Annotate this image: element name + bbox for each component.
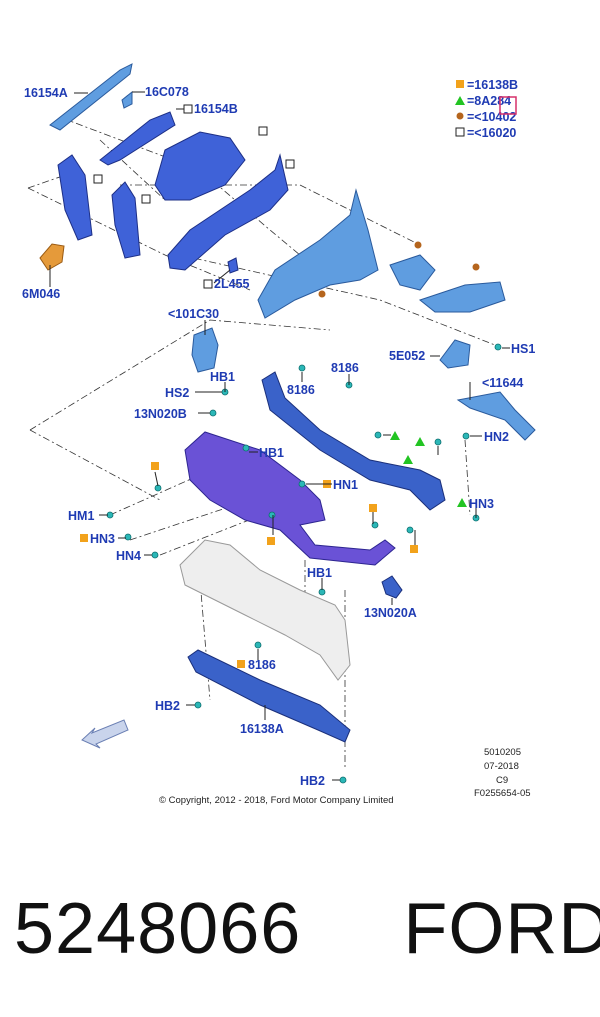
label-16154b: 16154B bbox=[194, 102, 238, 116]
label-hb2-a: HB2 bbox=[155, 699, 180, 713]
legend-square-outline-icon bbox=[455, 127, 465, 137]
label-101c30: <101C30 bbox=[168, 307, 219, 321]
label-hs2: HS2 bbox=[165, 386, 189, 400]
label-hb1-c: HB1 bbox=[307, 566, 332, 580]
label-8186-a: 8186 bbox=[287, 383, 315, 397]
part-16154b bbox=[99, 111, 176, 166]
part-2l455 bbox=[227, 257, 239, 274]
label-13n020a: 13N020A bbox=[364, 606, 417, 620]
label-13n020b: 13N020B bbox=[134, 407, 187, 421]
label-2l455: 2L455 bbox=[214, 277, 249, 291]
part-caption: 5248066 FORD bbox=[14, 888, 600, 988]
label-8186-c: 8186 bbox=[248, 658, 276, 672]
part-5e052 bbox=[439, 339, 471, 369]
legend-item-4: =<16020 bbox=[467, 126, 516, 140]
label-hb1-a: HB1 bbox=[210, 370, 235, 384]
label-8186-b: 8186 bbox=[331, 361, 359, 375]
part-shock-tower bbox=[154, 131, 246, 201]
legend-square-orange-icon bbox=[456, 80, 464, 88]
part-wheelhouse bbox=[257, 188, 379, 319]
part-upper-crossmember bbox=[261, 371, 446, 511]
doc-code-4: F0255654-05 bbox=[474, 788, 531, 799]
label-hn4: HN4 bbox=[116, 549, 141, 563]
part-number: 5248066 bbox=[14, 889, 302, 969]
part-right-apron bbox=[418, 281, 506, 313]
label-hm1: HM1 bbox=[68, 509, 94, 523]
part-radiator-support bbox=[184, 431, 396, 566]
brand-name: FORD bbox=[403, 889, 600, 969]
label-hn2: HN2 bbox=[484, 430, 509, 444]
doc-code-3: C9 bbox=[496, 775, 508, 786]
legend: =16138B =8A284 =<10402 =<16020 bbox=[455, 78, 518, 140]
doc-code-2: 07-2018 bbox=[484, 761, 519, 772]
label-hn3-b: HN3 bbox=[90, 532, 115, 546]
label-hn1: HN1 bbox=[333, 478, 358, 492]
part-16c078 bbox=[121, 90, 133, 109]
legend-triangle-green-icon bbox=[455, 96, 465, 105]
part-11644 bbox=[456, 391, 536, 441]
label-16154a: 16154A bbox=[24, 86, 68, 100]
legend-item-2: =8A284 bbox=[467, 94, 511, 108]
front-direction-arrow-icon bbox=[81, 719, 129, 749]
part-bumper-reinforcement bbox=[179, 539, 351, 681]
part-101c30 bbox=[191, 327, 219, 373]
label-hn3-a: HN3 bbox=[469, 497, 494, 511]
label-hb1-b: HB1 bbox=[259, 446, 284, 460]
legend-item-3: =<10402 bbox=[467, 110, 516, 124]
part-left-upright-a bbox=[57, 154, 93, 241]
label-hb2-b: HB2 bbox=[300, 774, 325, 788]
label-11644: <11644 bbox=[482, 376, 523, 390]
part-front-rail bbox=[167, 153, 289, 271]
label-6m046: 6M046 bbox=[22, 287, 60, 301]
label-hs1: HS1 bbox=[511, 342, 535, 356]
part-13n020a bbox=[381, 575, 403, 599]
parts-diagram: 16154A 16C078 16154B 6M046 2L455 <101C30… bbox=[22, 63, 536, 806]
leader-lines bbox=[49, 91, 510, 781]
label-5e052: 5E052 bbox=[389, 349, 425, 363]
legend-item-1: =16138B bbox=[467, 78, 518, 92]
legend-circle-brown-icon bbox=[456, 112, 464, 120]
part-6m046 bbox=[39, 243, 65, 271]
doc-code-1: 5010205 bbox=[484, 747, 521, 758]
part-16154a bbox=[49, 63, 133, 131]
part-right-bracket bbox=[389, 254, 436, 291]
label-16138a: 16138A bbox=[240, 722, 284, 736]
part-left-upright-b bbox=[111, 181, 141, 259]
part-16138a bbox=[187, 649, 351, 743]
highlight-box bbox=[499, 96, 517, 115]
diagram-markers bbox=[80, 104, 480, 668]
assembly-guide-lines bbox=[27, 117, 496, 770]
copyright-text: © Copyright, 2012 - 2018, Ford Motor Com… bbox=[159, 795, 394, 806]
label-16c078: 16C078 bbox=[145, 85, 189, 99]
